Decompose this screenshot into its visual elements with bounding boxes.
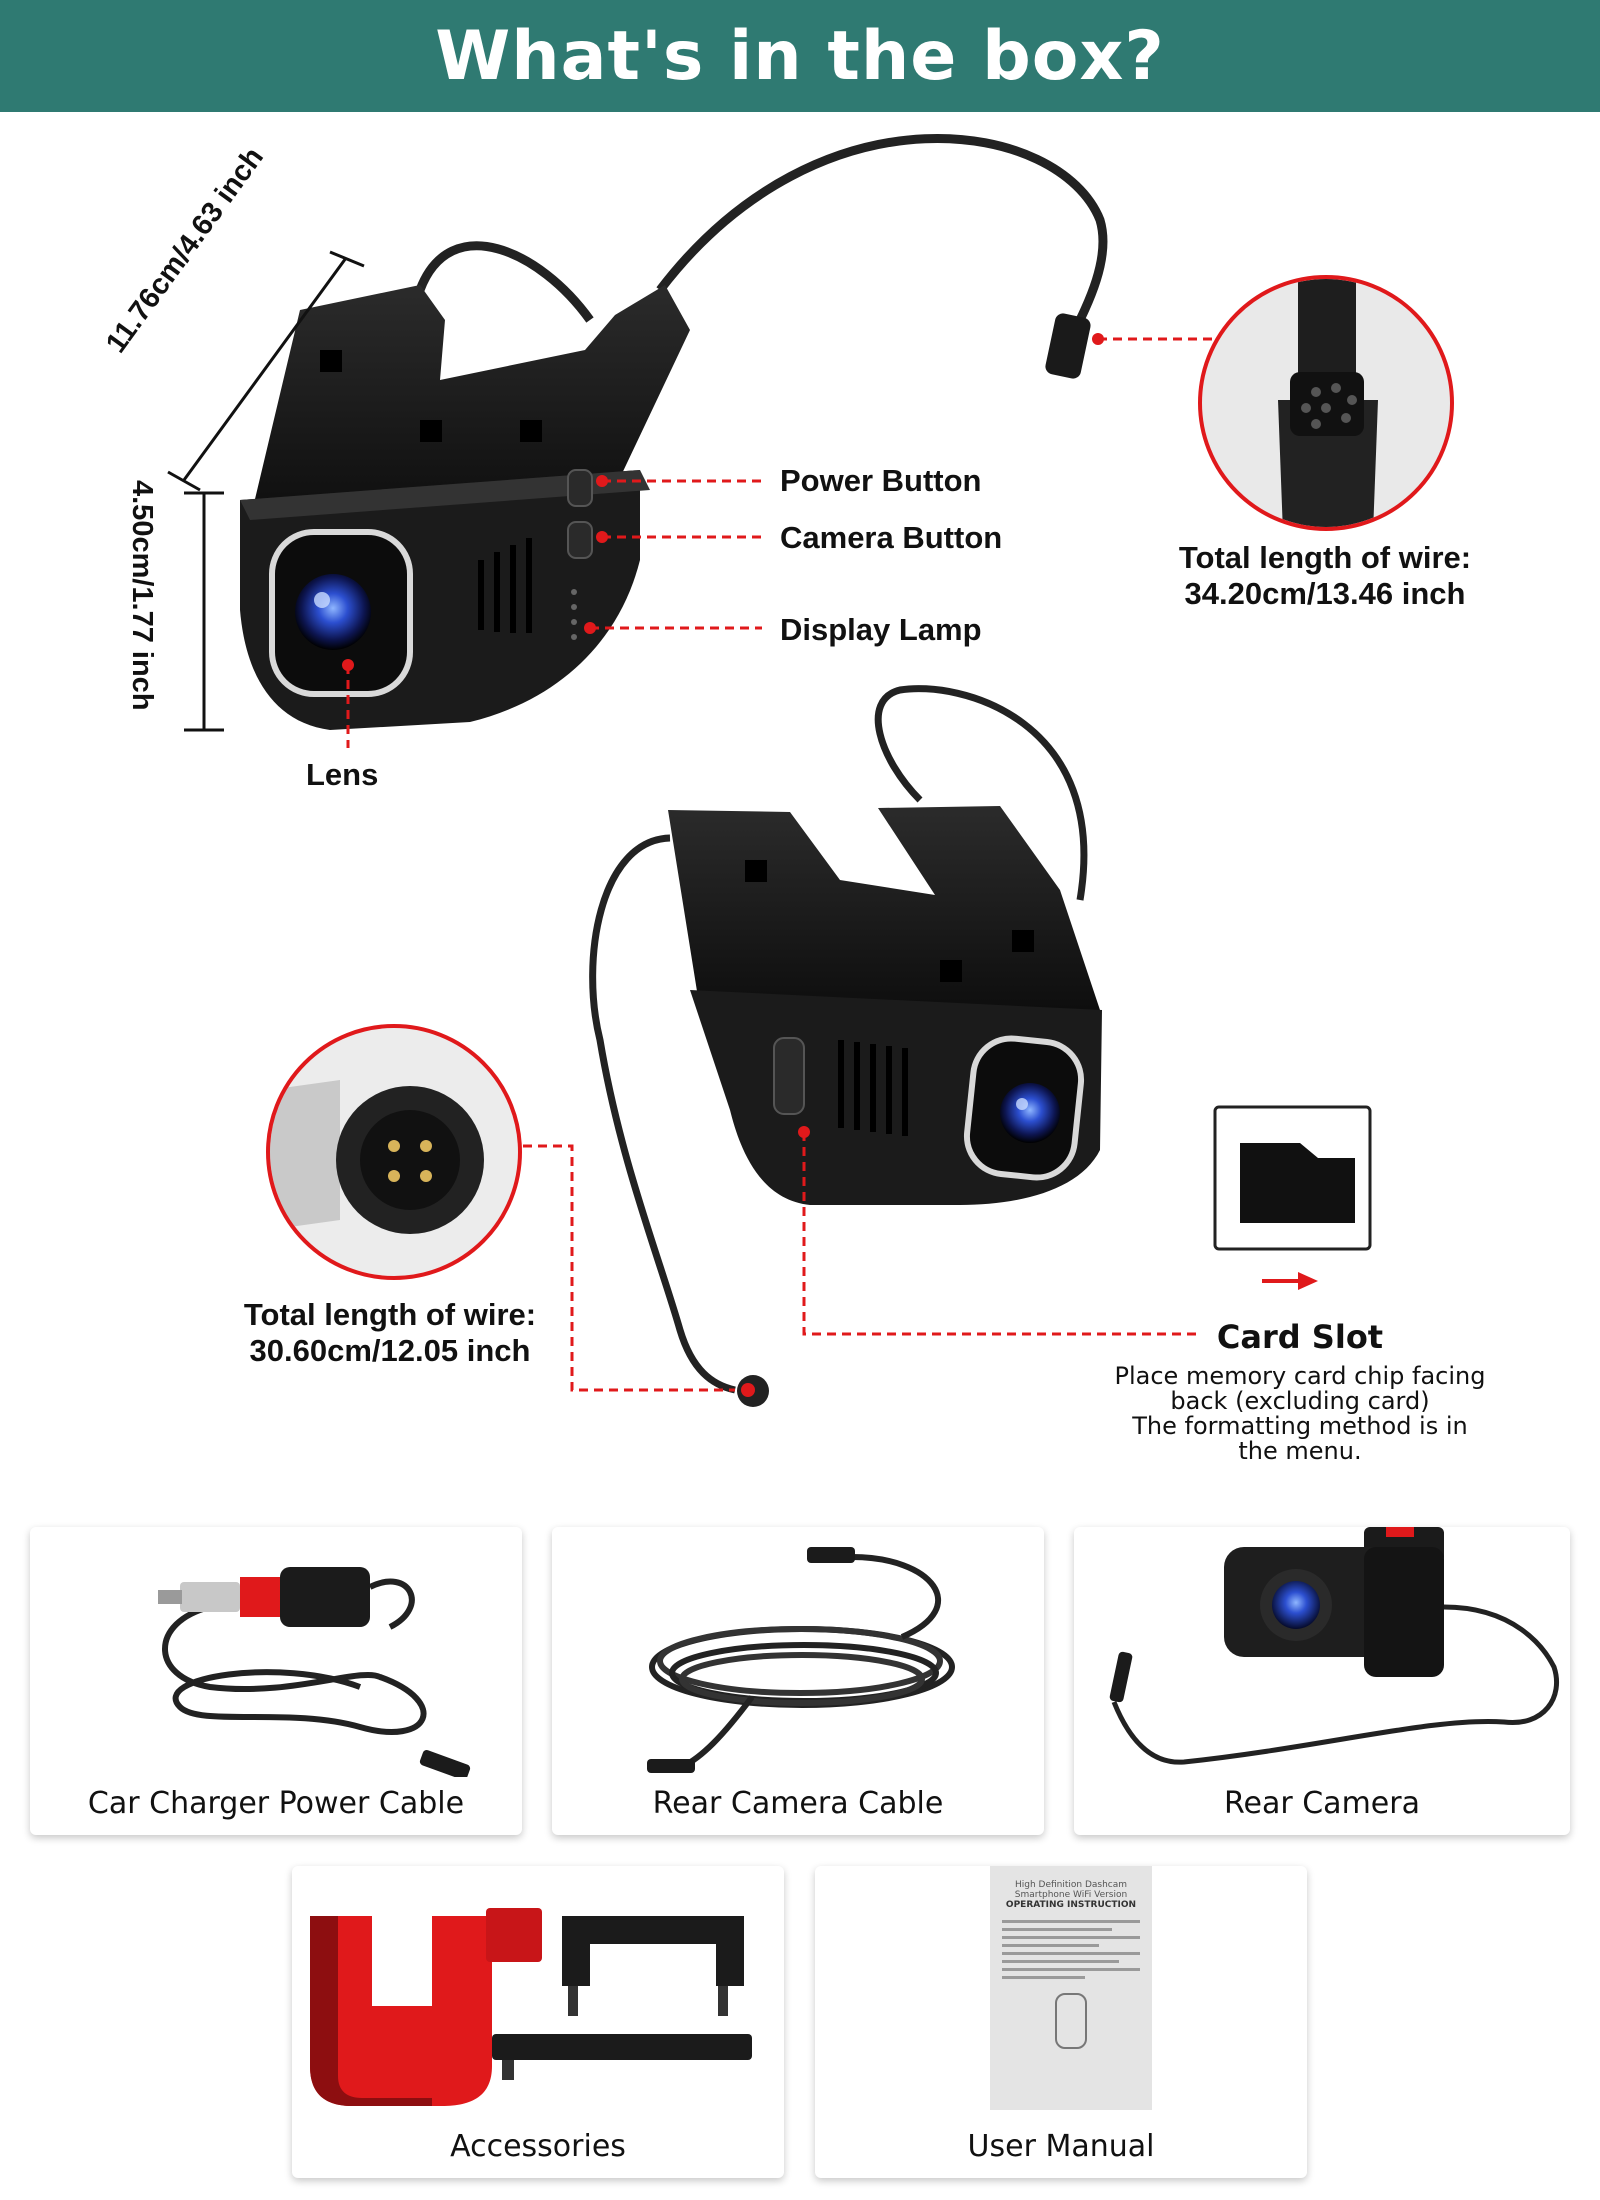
item-card-accessories: Accessories — [292, 1866, 784, 2178]
manual-text-line — [1002, 1936, 1140, 1939]
car-charger-icon — [158, 1567, 471, 1777]
height-dimension: 4.50cm/1.77 inch — [126, 480, 158, 711]
user-manual-booklet: High Definition Dashcam Smartphone WiFi … — [990, 1866, 1152, 2110]
item-card-rear-camera: Rear Camera — [1074, 1527, 1570, 1835]
card-slot-dot — [798, 1126, 810, 1138]
lens-label: Lens — [306, 757, 379, 792]
wire-plug-dot — [1092, 333, 1104, 345]
card-slot-note-4: the menu. — [1238, 1437, 1362, 1465]
memory-card-icon — [1213, 1105, 1372, 1251]
page-title: What's in the box? — [435, 16, 1165, 96]
display-lamp-label: Display Lamp — [780, 612, 982, 647]
manual-device-diagram — [1055, 1993, 1087, 2049]
power-button-label: Power Button — [780, 463, 982, 498]
product-illustration — [167, 133, 1454, 1407]
lens-dot — [342, 659, 354, 671]
accessories-icon — [310, 1908, 752, 2106]
accessories-label: Accessories — [450, 2129, 626, 2164]
card-slot-info: Card Slot Place memory card chip facing … — [1090, 1318, 1510, 1464]
manual-line-1: High Definition Dashcam — [1014, 1880, 1128, 1890]
dashcam-back — [589, 685, 1102, 1407]
connector-zoom-top — [1198, 275, 1454, 531]
rear-plug-dot — [741, 1383, 755, 1397]
manual-text-line — [1002, 1920, 1140, 1923]
card-slot-note-2: back (excluding card) — [1170, 1387, 1430, 1415]
dimension-lines — [167, 250, 365, 732]
item-card-user-manual: High Definition Dashcam Smartphone WiFi … — [815, 1866, 1307, 2178]
dashcam-front — [240, 133, 1108, 730]
rear-cable-label: Rear Camera Cable — [652, 1786, 944, 1821]
item-card-car-charger: Car Charger Power Cable — [30, 1527, 522, 1835]
wire-length-bottom-line1: Total length of wire: — [243, 1297, 537, 1332]
manual-line-3: OPERATING INSTRUCTION — [1005, 1900, 1137, 1910]
card-slot-note-3: The formatting method is in — [1132, 1412, 1468, 1440]
manual-text-line — [1002, 1960, 1120, 1963]
card-slot-title: Card Slot — [1216, 1318, 1384, 1356]
user-manual-label: User Manual — [967, 2129, 1155, 2164]
item-card-rear-cable: Rear Camera Cable — [552, 1527, 1044, 1835]
manual-text-line — [1002, 1968, 1140, 1971]
connector-zoom-bottom — [266, 1024, 522, 1280]
callouts-back — [523, 1132, 1200, 1392]
manual-line-2: Smartphone WiFi Version — [1014, 1890, 1128, 1900]
rear-camera-icon — [1109, 1527, 1560, 1765]
manual-text-line — [1002, 1976, 1085, 1979]
wire-length-bottom-line2: 30.60cm/12.05 inch — [249, 1333, 531, 1368]
rear-cable-icon — [647, 1547, 955, 1773]
card-slot-note-1: Place memory card chip facing — [1114, 1362, 1486, 1390]
wire-length-bottom: Total length of wire: 30.60cm/12.05 inch — [220, 1297, 560, 1369]
arrow-right-icon — [1262, 1272, 1318, 1290]
rear-camera-label: Rear Camera — [1224, 1786, 1420, 1821]
manual-text-line — [1002, 1952, 1140, 1955]
header-banner: What's in the box? — [0, 0, 1600, 112]
wire-length-top: Total length of wire: 34.20cm/13.46 inch — [1150, 540, 1500, 612]
camera-button-dot — [596, 531, 608, 543]
power-button-dot — [596, 475, 608, 487]
camera-button-label: Camera Button — [780, 520, 1003, 555]
callouts-front — [346, 337, 1212, 748]
car-charger-label: Car Charger Power Cable — [87, 1786, 465, 1821]
manual-text-line — [1002, 1928, 1113, 1931]
manual-text-line — [1002, 1944, 1099, 1947]
wire-length-top-line2: 34.20cm/13.46 inch — [1184, 576, 1466, 611]
display-lamp-dot — [584, 622, 596, 634]
wire-length-top-line1: Total length of wire: — [1178, 540, 1472, 575]
